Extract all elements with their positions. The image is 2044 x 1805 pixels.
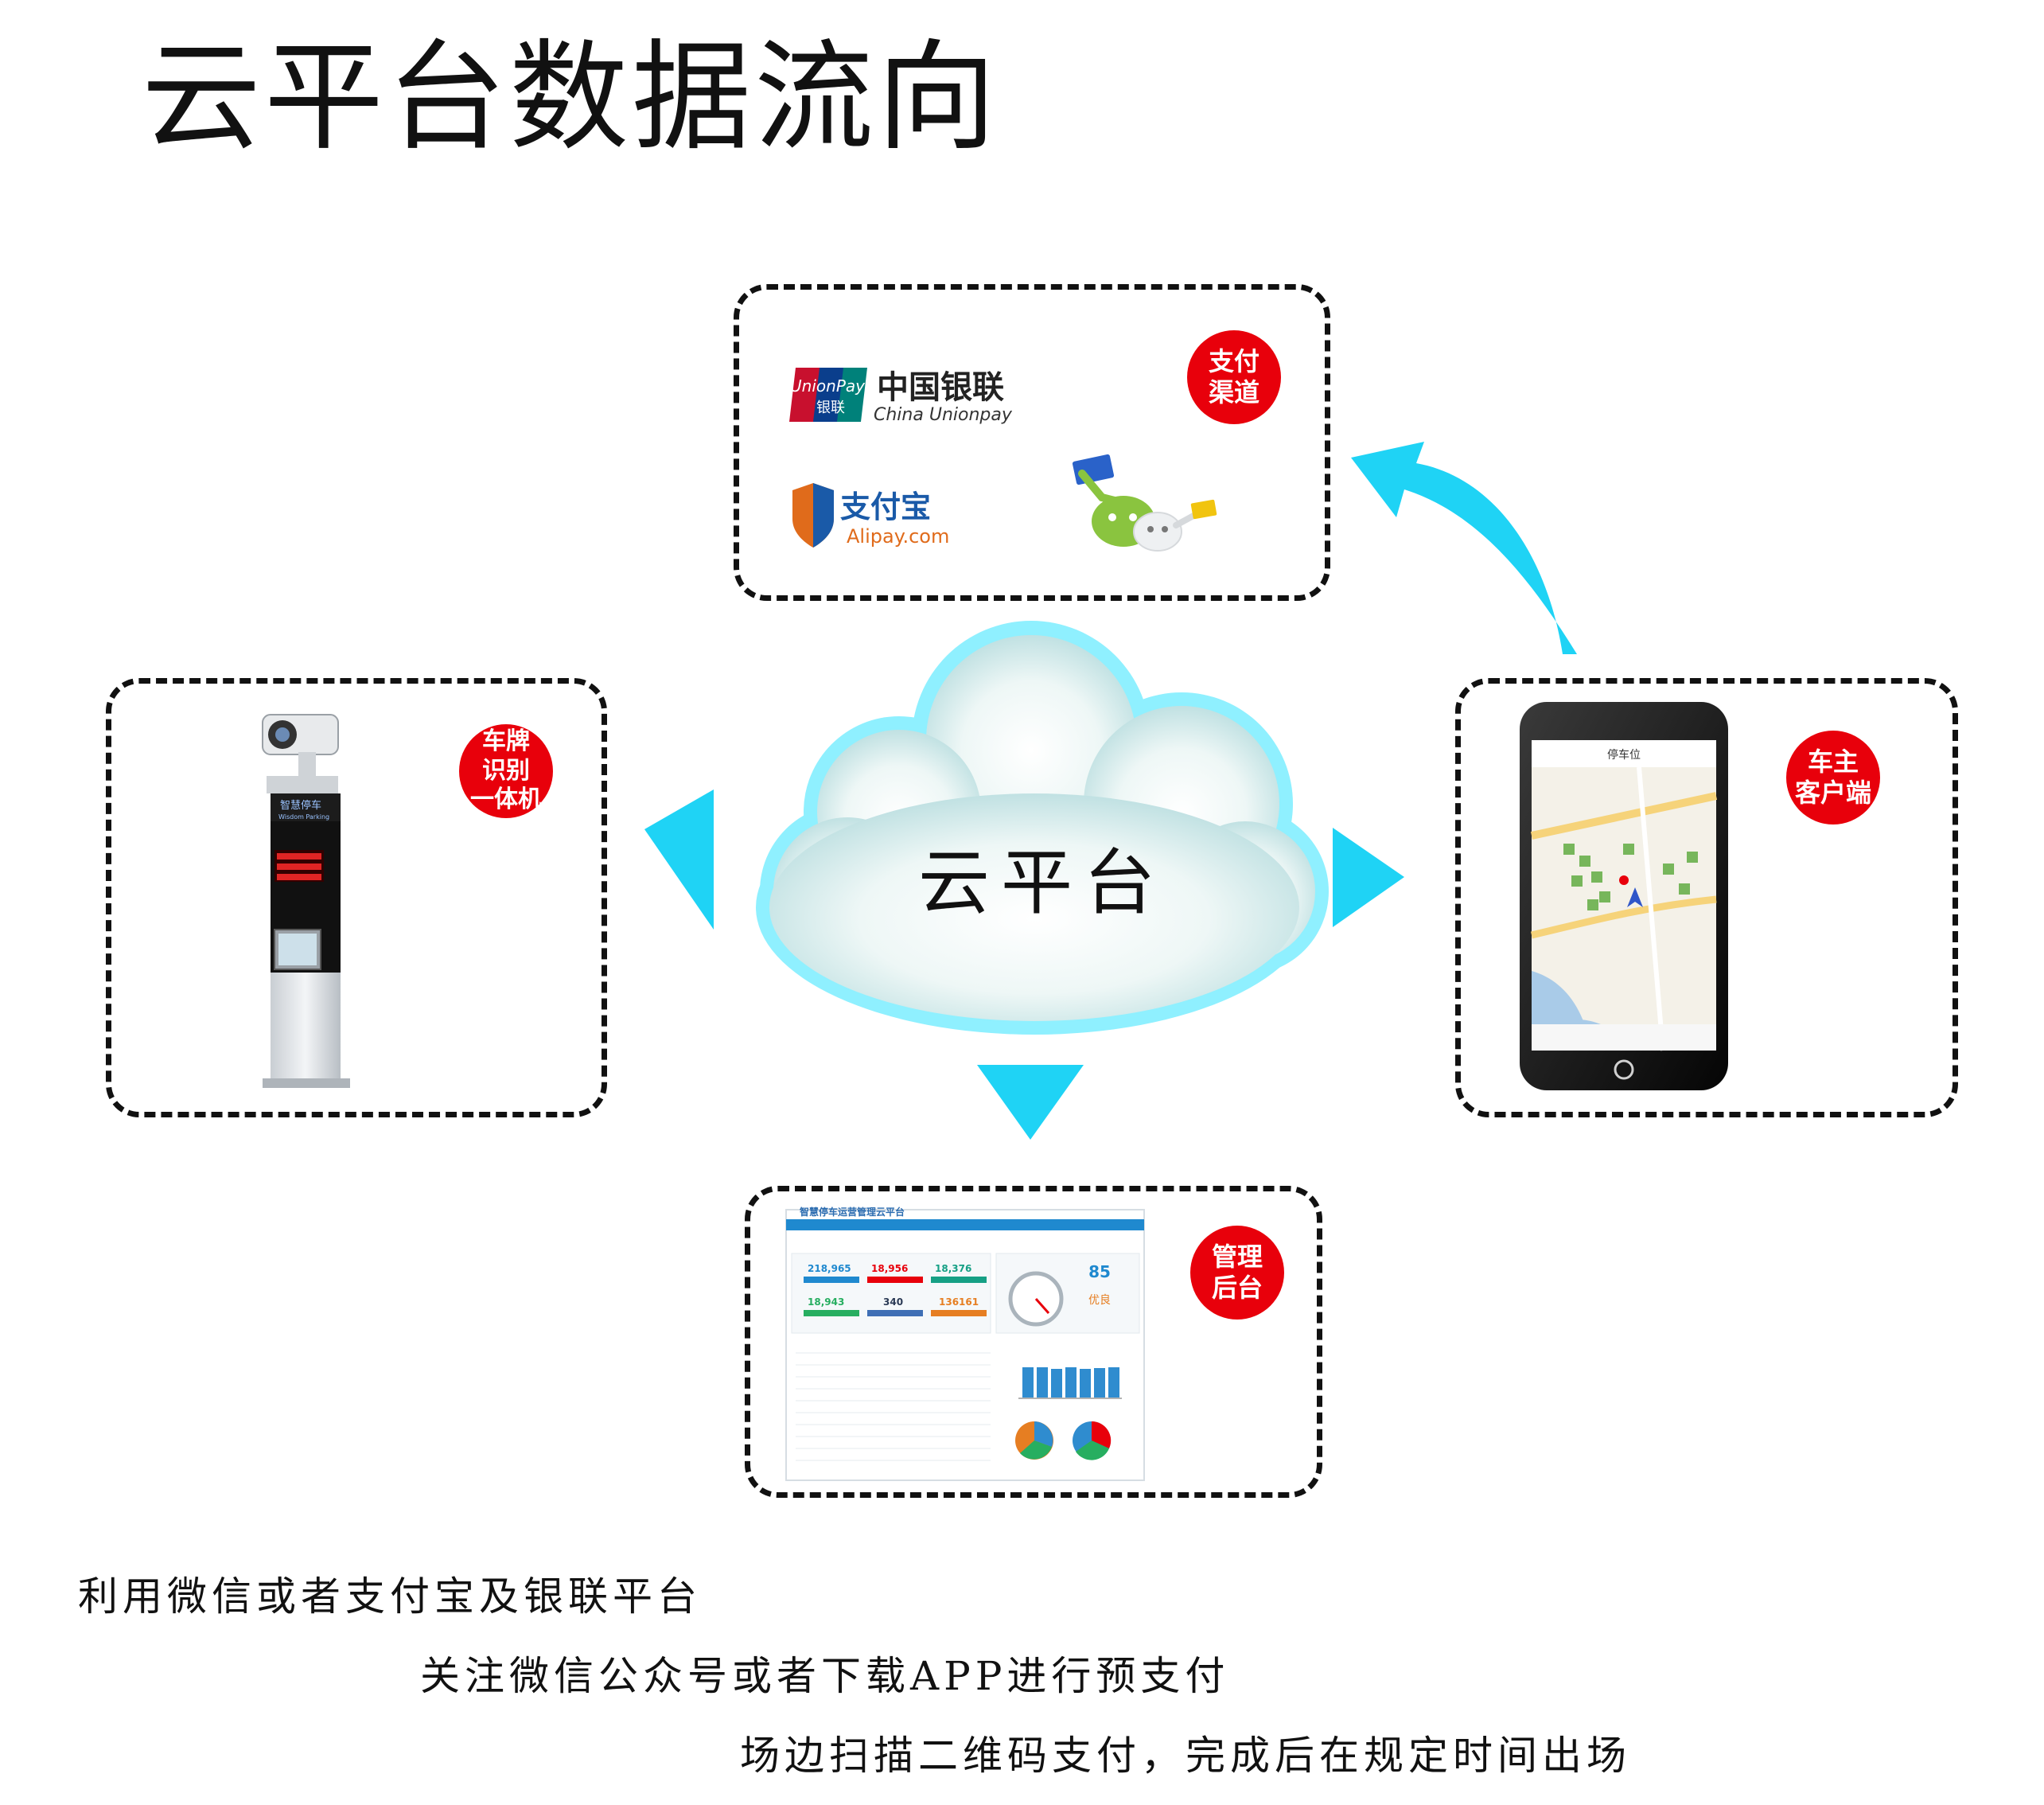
payment-channel-box <box>734 284 1330 601</box>
page-title: 云平台数据流向 <box>142 29 1000 167</box>
caption-line-2: 关注微信公众号或者下载APP进行预支付 <box>420 1653 1230 1699</box>
svg-text:136161: 136161 <box>939 1296 979 1308</box>
svg-text:银联: 银联 <box>816 400 845 416</box>
wechat-pay-logo <box>1072 454 1217 552</box>
owner-client-badge: 车主 客户端 <box>1786 731 1880 825</box>
arrow-curved-icon <box>1351 442 1577 654</box>
svg-text:85: 85 <box>1088 1262 1111 1281</box>
admin-backend-badge: 管理 后台 <box>1190 1226 1284 1320</box>
svg-text:Wisdom Parking: Wisdom Parking <box>278 813 329 821</box>
arrow-right-icon <box>1333 828 1404 927</box>
svg-text:218,965: 218,965 <box>808 1263 851 1274</box>
svg-text:支付宝: 支付宝 <box>840 489 931 524</box>
payment-channel-badge: 支付 渠道 <box>1187 330 1281 424</box>
svg-text:中国银联: 中国银联 <box>877 369 1004 406</box>
plate-recognition-badge: 车牌 识别 一体机 <box>459 724 553 818</box>
arrow-left-icon <box>644 789 714 930</box>
caption-line-1: 利用微信或者支付宝及银联平台 <box>78 1573 702 1620</box>
svg-text:智慧停车: 智慧停车 <box>280 799 321 812</box>
svg-text:UnionPay: UnionPay <box>790 376 866 396</box>
svg-text:18,376: 18,376 <box>935 1263 971 1274</box>
svg-text:340: 340 <box>883 1296 903 1308</box>
arrow-down-icon <box>977 1065 1084 1140</box>
admin-backend-box <box>745 1186 1322 1498</box>
alipay-logo: 支付宝 Alipay.com <box>792 483 949 548</box>
cloud-label: 云平台 <box>918 841 1166 925</box>
svg-text:18,943: 18,943 <box>808 1296 844 1308</box>
smartphone-map: 停车位 <box>1520 702 1728 1090</box>
svg-text:智慧停车运营管理云平台: 智慧停车运营管理云平台 <box>799 1206 905 1218</box>
plate-recognition-kiosk: 智慧停车 Wisdom Parking <box>262 714 350 1088</box>
owner-client-box <box>1455 678 1958 1117</box>
svg-text:停车位: 停车位 <box>1607 748 1641 762</box>
svg-text:China Unionpay: China Unionpay <box>874 405 1013 425</box>
plate-recognition-box <box>106 678 607 1117</box>
dashboard-screenshot: 智慧停车运营管理云平台 218,965 18,956 18,376 18,943… <box>785 1206 1145 1481</box>
svg-text:优良: 优良 <box>1088 1294 1111 1307</box>
unionpay-logo: UnionPay 银联 中国银联 China Unionpay <box>789 368 1013 425</box>
svg-text:18,956: 18,956 <box>871 1263 908 1274</box>
svg-text:Alipay.com: Alipay.com <box>847 525 949 548</box>
caption-line-3: 场边扫描二维码支付，完成后在规定时间出场 <box>740 1733 1631 1779</box>
cloud-icon <box>756 621 1329 1035</box>
